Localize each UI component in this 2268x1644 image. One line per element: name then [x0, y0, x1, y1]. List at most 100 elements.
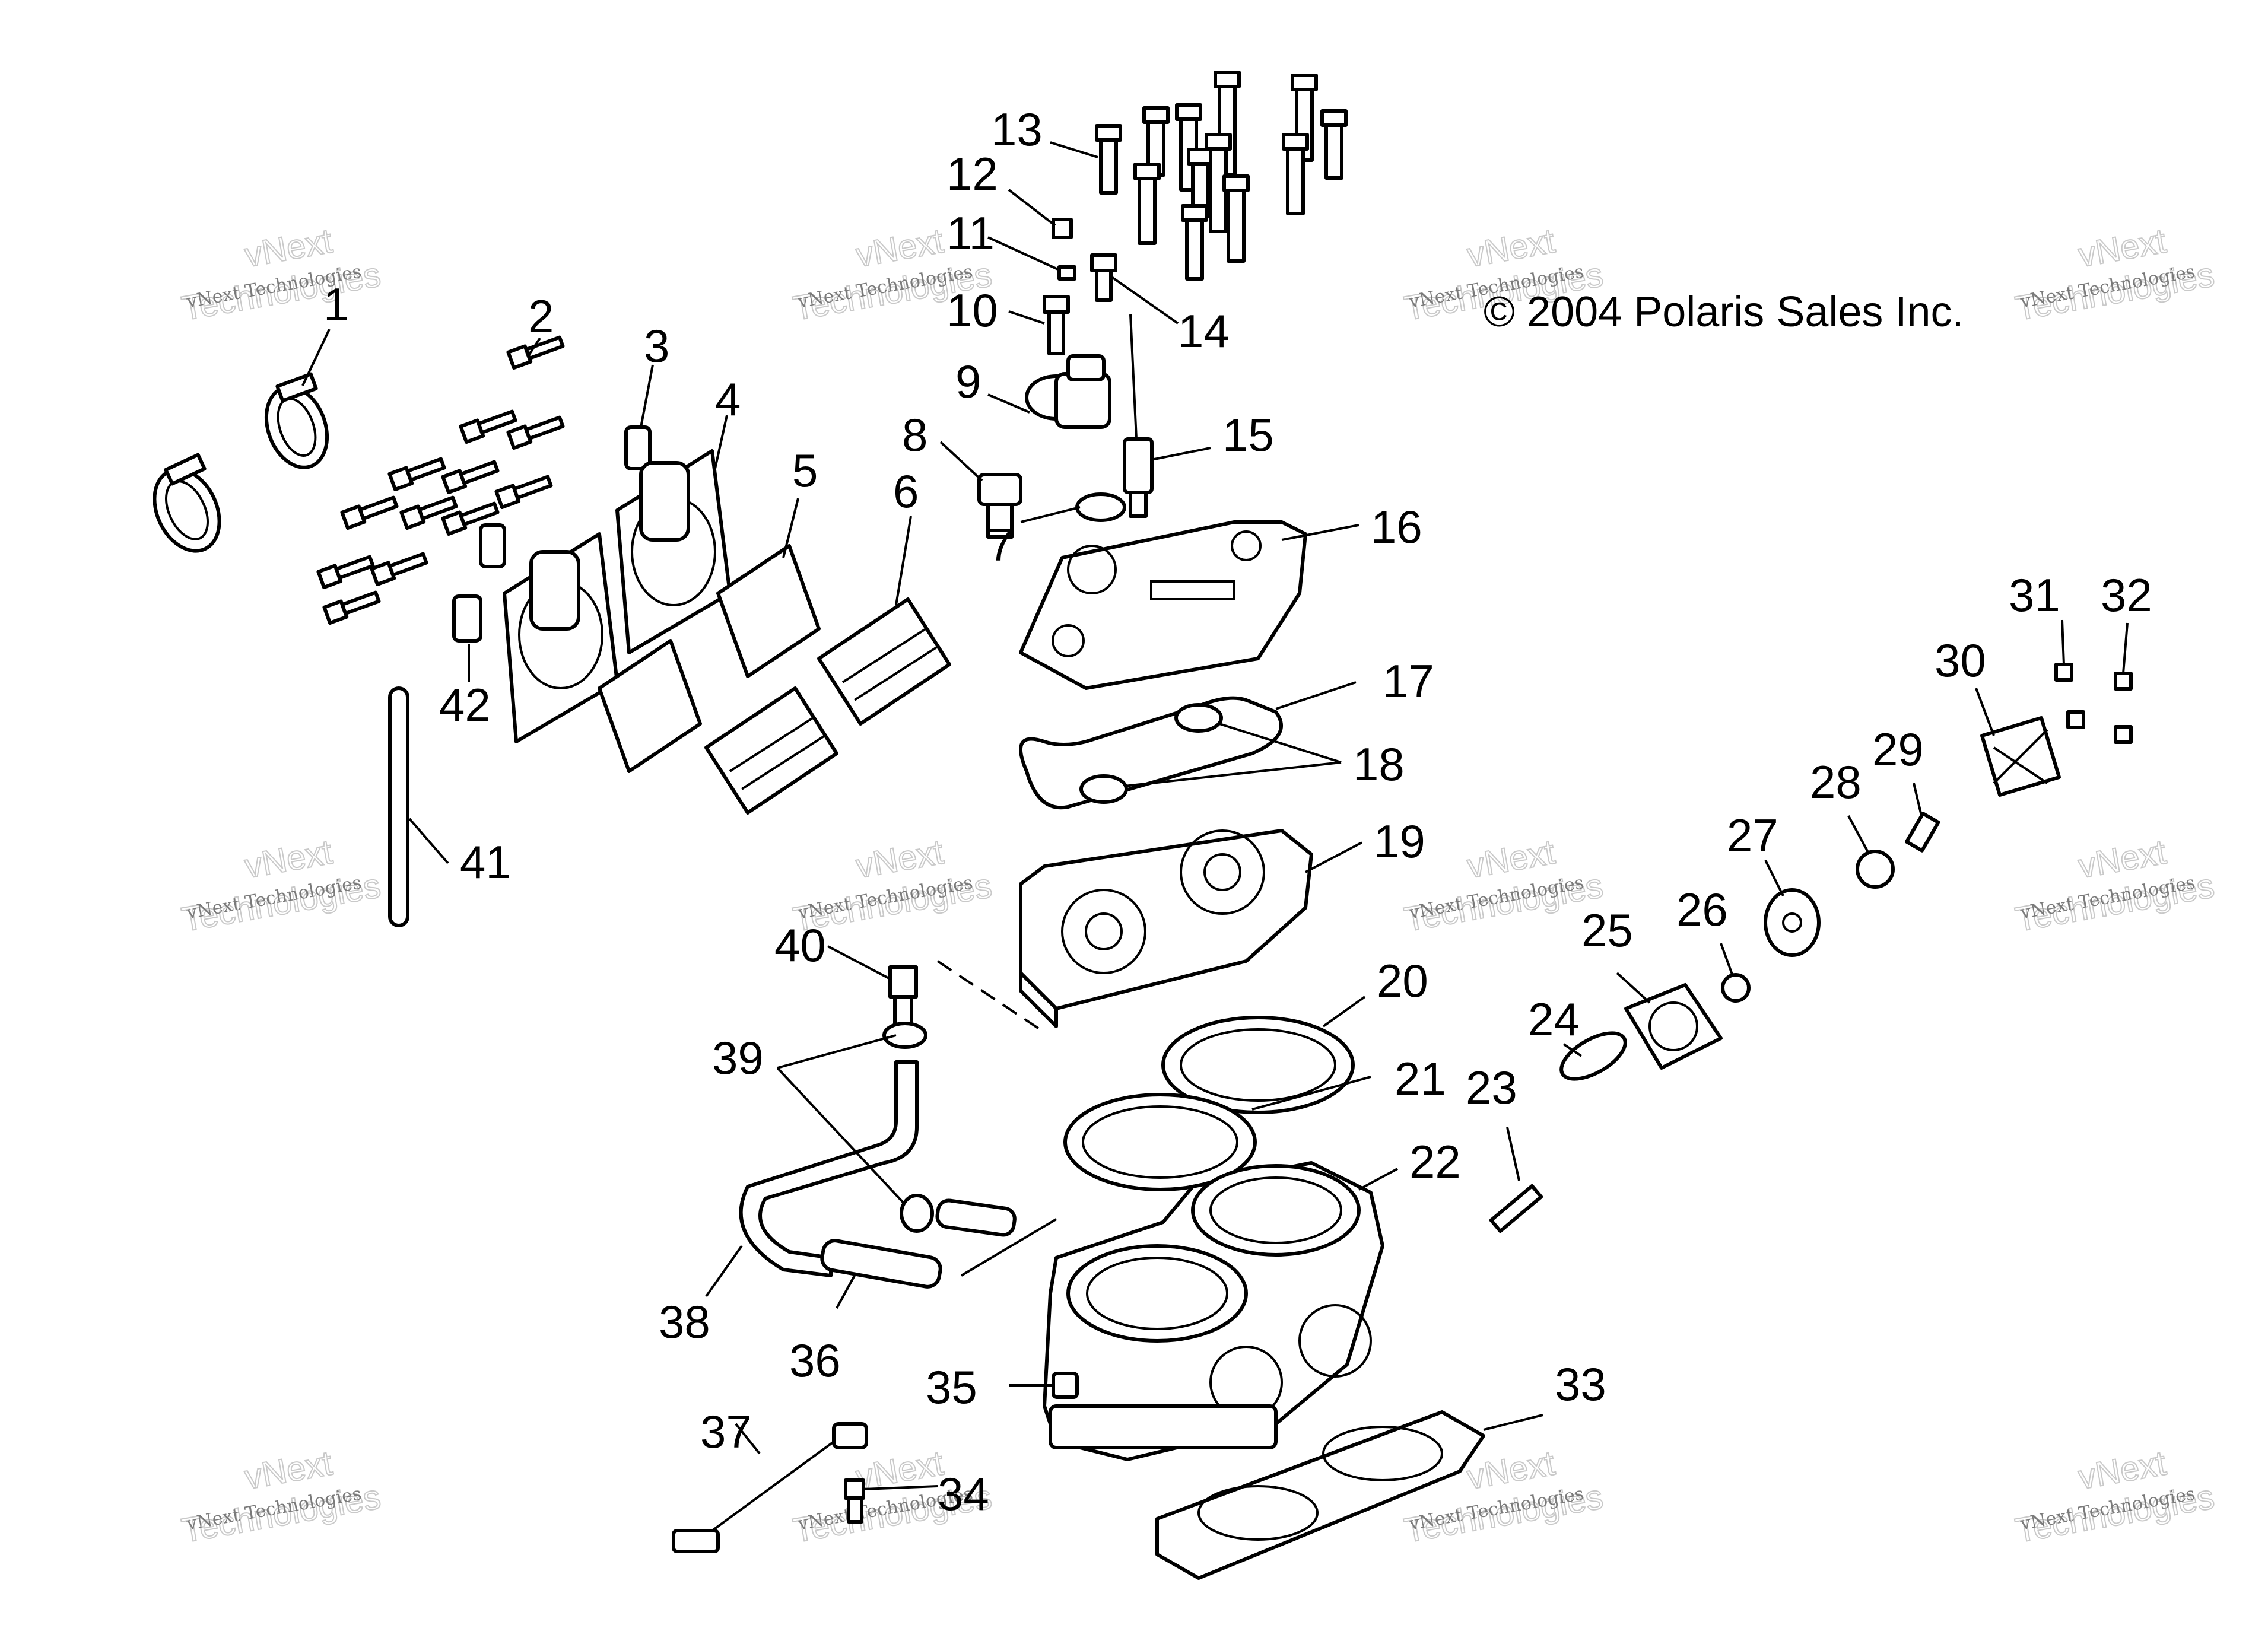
callout-36: 36: [789, 1334, 841, 1387]
intake-boot-lower: [598, 639, 702, 773]
head-bolt-group: [1095, 71, 1348, 281]
watermark: vNext Technologies vNext Technologies: [1400, 832, 1606, 940]
screw-31a: [2054, 663, 2073, 682]
gear-28: [1856, 850, 1895, 889]
callout-26: 26: [1676, 883, 1728, 936]
callout-2: 2: [528, 290, 554, 342]
cylinder-gasket-20: [1161, 1016, 1355, 1114]
parts-layer: [153, 71, 2133, 1580]
hose-clamp-upper: [264, 372, 329, 469]
callout-29: 29: [1872, 723, 1924, 775]
callout-1: 1: [323, 278, 349, 330]
impeller-27: [1764, 888, 1821, 957]
callout-3: 3: [644, 320, 669, 372]
sensor-37: [672, 1422, 868, 1553]
thermostat-housing: [1025, 354, 1111, 429]
nut-26: [1721, 973, 1751, 1003]
cylinder-block-22: [1043, 1161, 1384, 1461]
clamp-39b: [900, 1194, 934, 1233]
washer-11: [1057, 265, 1076, 281]
reed-valve-upper: [817, 597, 951, 726]
leader-lines: [301, 141, 2129, 1490]
cover-30: [1980, 716, 2061, 797]
screw-31b: [2066, 710, 2085, 729]
callout-10: 10: [946, 284, 998, 336]
fitting-3: [624, 425, 652, 470]
callout-9: 9: [955, 355, 981, 408]
connector-39: [935, 1198, 1017, 1237]
callout-20: 20: [1377, 955, 1428, 1007]
fitting-40: [888, 965, 918, 1028]
callout-21: 21: [1395, 1052, 1446, 1105]
clamp-39a: [882, 1022, 927, 1049]
intake-flange-front: [503, 532, 619, 743]
callout-40: 40: [774, 919, 826, 971]
callout-39: 39: [712, 1032, 764, 1084]
callout-4: 4: [715, 373, 741, 425]
thermostat-8: [977, 473, 1022, 539]
watermark: vNext Technologies vNext Technologies: [178, 832, 384, 940]
callout-19: 19: [1374, 815, 1425, 867]
callout-15: 15: [1222, 409, 1274, 461]
copyright-notice: © 2004 Polaris Sales Inc.: [1484, 288, 1964, 336]
callout-16: 16: [1371, 501, 1422, 553]
nut-12: [1052, 218, 1073, 239]
bolt-group-intake: [316, 335, 565, 625]
o-ring-18b: [1079, 774, 1128, 804]
callout-5: 5: [792, 444, 818, 497]
callout-12: 12: [946, 148, 998, 200]
cylinder-gasket-21: [1063, 1093, 1257, 1191]
callout-18: 18: [1353, 738, 1405, 790]
bolt-10: [1043, 295, 1070, 355]
callout-35: 35: [926, 1361, 977, 1413]
callout-33: 33: [1555, 1358, 1606, 1410]
reed-valve-lower: [704, 686, 838, 815]
callout-28: 28: [1810, 756, 1862, 808]
pump-housing-25: [1624, 983, 1723, 1070]
callout-7: 7: [988, 519, 1014, 571]
bleed-screw-23: [1489, 1184, 1543, 1233]
intake-boot-upper: [716, 544, 821, 678]
o-ring-41: [388, 686, 409, 927]
callout-13: 13: [991, 103, 1043, 155]
fitting-3b: [479, 523, 506, 568]
watermark: vNext Technologies vNext Technologies: [178, 221, 384, 329]
fitting-34: [844, 1478, 865, 1524]
callout-23: 23: [1466, 1061, 1517, 1114]
intake-flange-rear: [615, 449, 732, 654]
callout-11: 11: [946, 207, 995, 259]
fitting-42: [452, 594, 482, 643]
callout-22: 22: [1409, 1136, 1461, 1188]
o-ring-7: [1075, 492, 1126, 522]
callout-8: 8: [902, 409, 927, 461]
callout-34: 34: [938, 1468, 989, 1520]
callout-30: 30: [1935, 634, 1986, 686]
screw-32b: [2114, 725, 2133, 744]
temp-sensor-15: [1123, 314, 1154, 518]
bolt-14: [1090, 253, 1117, 302]
callout-labels: 1 2 3 4 5 6 7 8 9 10 11 12 13 14 15 16 1…: [323, 103, 2152, 1520]
spring-29: [1905, 812, 1940, 853]
head-cover-16: [1019, 520, 1307, 690]
callout-17: 17: [1383, 655, 1434, 707]
watermark: vNext Technologies vNext Technologies: [178, 1443, 384, 1551]
hose-clamp-lower: [153, 453, 221, 553]
cylinder-head-19: [1019, 829, 1313, 1028]
callout-32: 32: [2101, 569, 2152, 621]
callout-24: 24: [1528, 993, 1580, 1045]
o-ring-18a: [1174, 703, 1223, 733]
watermark: vNext Technologies vNext Technologies: [2012, 832, 2218, 940]
callout-27: 27: [1727, 809, 1778, 861]
head-gasket-17: [1019, 696, 1283, 810]
callout-25: 25: [1581, 904, 1633, 956]
gasket-24: [1559, 1031, 1627, 1081]
callout-31: 31: [2009, 569, 2060, 621]
plug-35: [1052, 1372, 1079, 1399]
callout-42: 42: [439, 679, 491, 731]
watermark: vNext Technologies vNext Technologies: [2012, 221, 2218, 329]
fitting-36: [820, 1239, 942, 1289]
callout-38: 38: [659, 1296, 710, 1348]
callout-6: 6: [893, 465, 919, 517]
callout-41: 41: [460, 836, 512, 888]
